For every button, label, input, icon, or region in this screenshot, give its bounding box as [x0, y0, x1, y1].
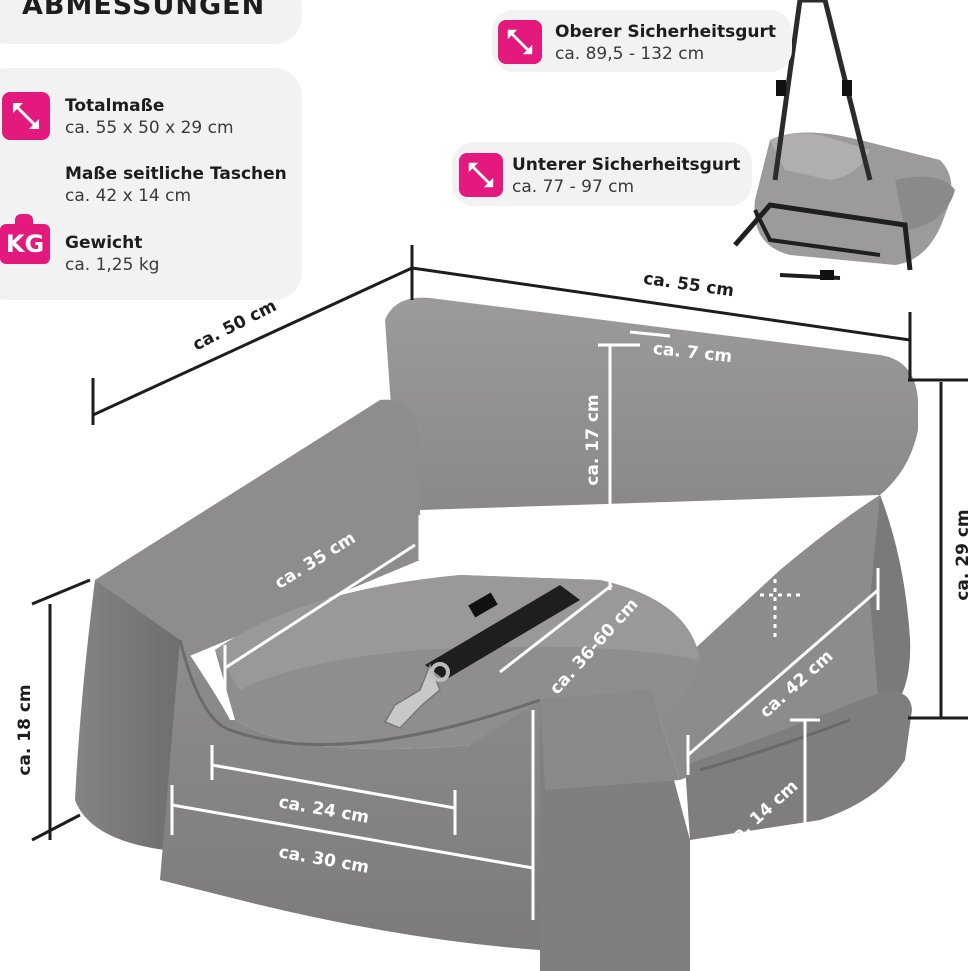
front-outer-line — [171, 803, 534, 870]
inner-width-line — [419, 528, 611, 577]
spec-total-title: Totalmaße — [65, 96, 165, 116]
spec-total-value: ca. 55 x 50 x 29 cm — [65, 118, 234, 138]
spec-pockets-value: ca. 42 x 14 cm — [65, 186, 192, 206]
upper-belt-panel — [492, 10, 792, 72]
front-height-tick-top — [31, 578, 91, 606]
upper-belt-title: Oberer Sicherheitsgurt — [555, 22, 777, 42]
lower-belt-value: ca. 77 - 97 cm — [512, 177, 635, 197]
weight-kg-label: KG — [0, 224, 50, 264]
spec-weight-value: ca. 1,25 kg — [65, 255, 160, 275]
weight-knob — [15, 214, 33, 226]
hanging-preview — [733, 0, 955, 280]
spec-pockets: Maße seitliche Taschen ca. 42 x 14 cm — [65, 163, 287, 207]
diagonal-arrow-glyph — [468, 162, 494, 188]
front-height-tick-bottom — [31, 813, 81, 842]
inner-depth-line — [224, 543, 416, 670]
weight-kg-icon: KG — [0, 214, 50, 264]
diagonal-arrow-icon — [2, 92, 50, 140]
width-label: ca. 55 cm — [642, 269, 735, 302]
pocket-width-line — [687, 588, 879, 757]
specs-panel — [0, 68, 302, 300]
diagonal-arrow-glyph — [13, 103, 39, 129]
front-inner-line — [211, 763, 456, 810]
leash — [383, 585, 580, 729]
lower-belt-spec: Unterer Sicherheitsgurt ca. 77 - 97 cm — [512, 154, 740, 198]
spec-total: Totalmaße ca. 55 x 50 x 29 cm — [65, 95, 234, 139]
dog-car-seat — [75, 297, 918, 971]
leash-length-line — [499, 583, 613, 674]
front-height-label: ca. 18 cm — [15, 684, 35, 775]
lower-belt-title: Unterer Sicherheitsgurt — [512, 155, 741, 175]
diagonal-arrow-glyph — [507, 29, 533, 55]
diagonal-arrow-icon — [459, 153, 503, 197]
width-dimension-line — [411, 266, 911, 342]
depth-label: ca. 50 cm — [190, 296, 280, 355]
heading-panel — [0, 0, 302, 44]
spec-weight: Gewicht ca. 1,25 kg — [65, 232, 159, 276]
spec-weight-title: Gewicht — [65, 233, 143, 253]
diagonal-arrow-icon — [498, 20, 542, 64]
inner-width-label: ca. 40 cm — [484, 505, 577, 541]
backrest-thickness-line — [629, 330, 671, 338]
height-label: ca. 29 cm — [953, 509, 970, 600]
depth-dimension-line — [92, 266, 413, 417]
upper-belt-value: ca. 89,5 - 132 cm — [555, 44, 705, 64]
backrest-height-label: ca. 17 cm — [583, 394, 603, 485]
page-title: ABMESSUNGEN — [22, 0, 266, 21]
spec-pockets-title: Maße seitliche Taschen — [65, 164, 287, 184]
upper-belt-spec: Oberer Sicherheitsgurt ca. 89,5 - 132 cm — [555, 21, 776, 65]
